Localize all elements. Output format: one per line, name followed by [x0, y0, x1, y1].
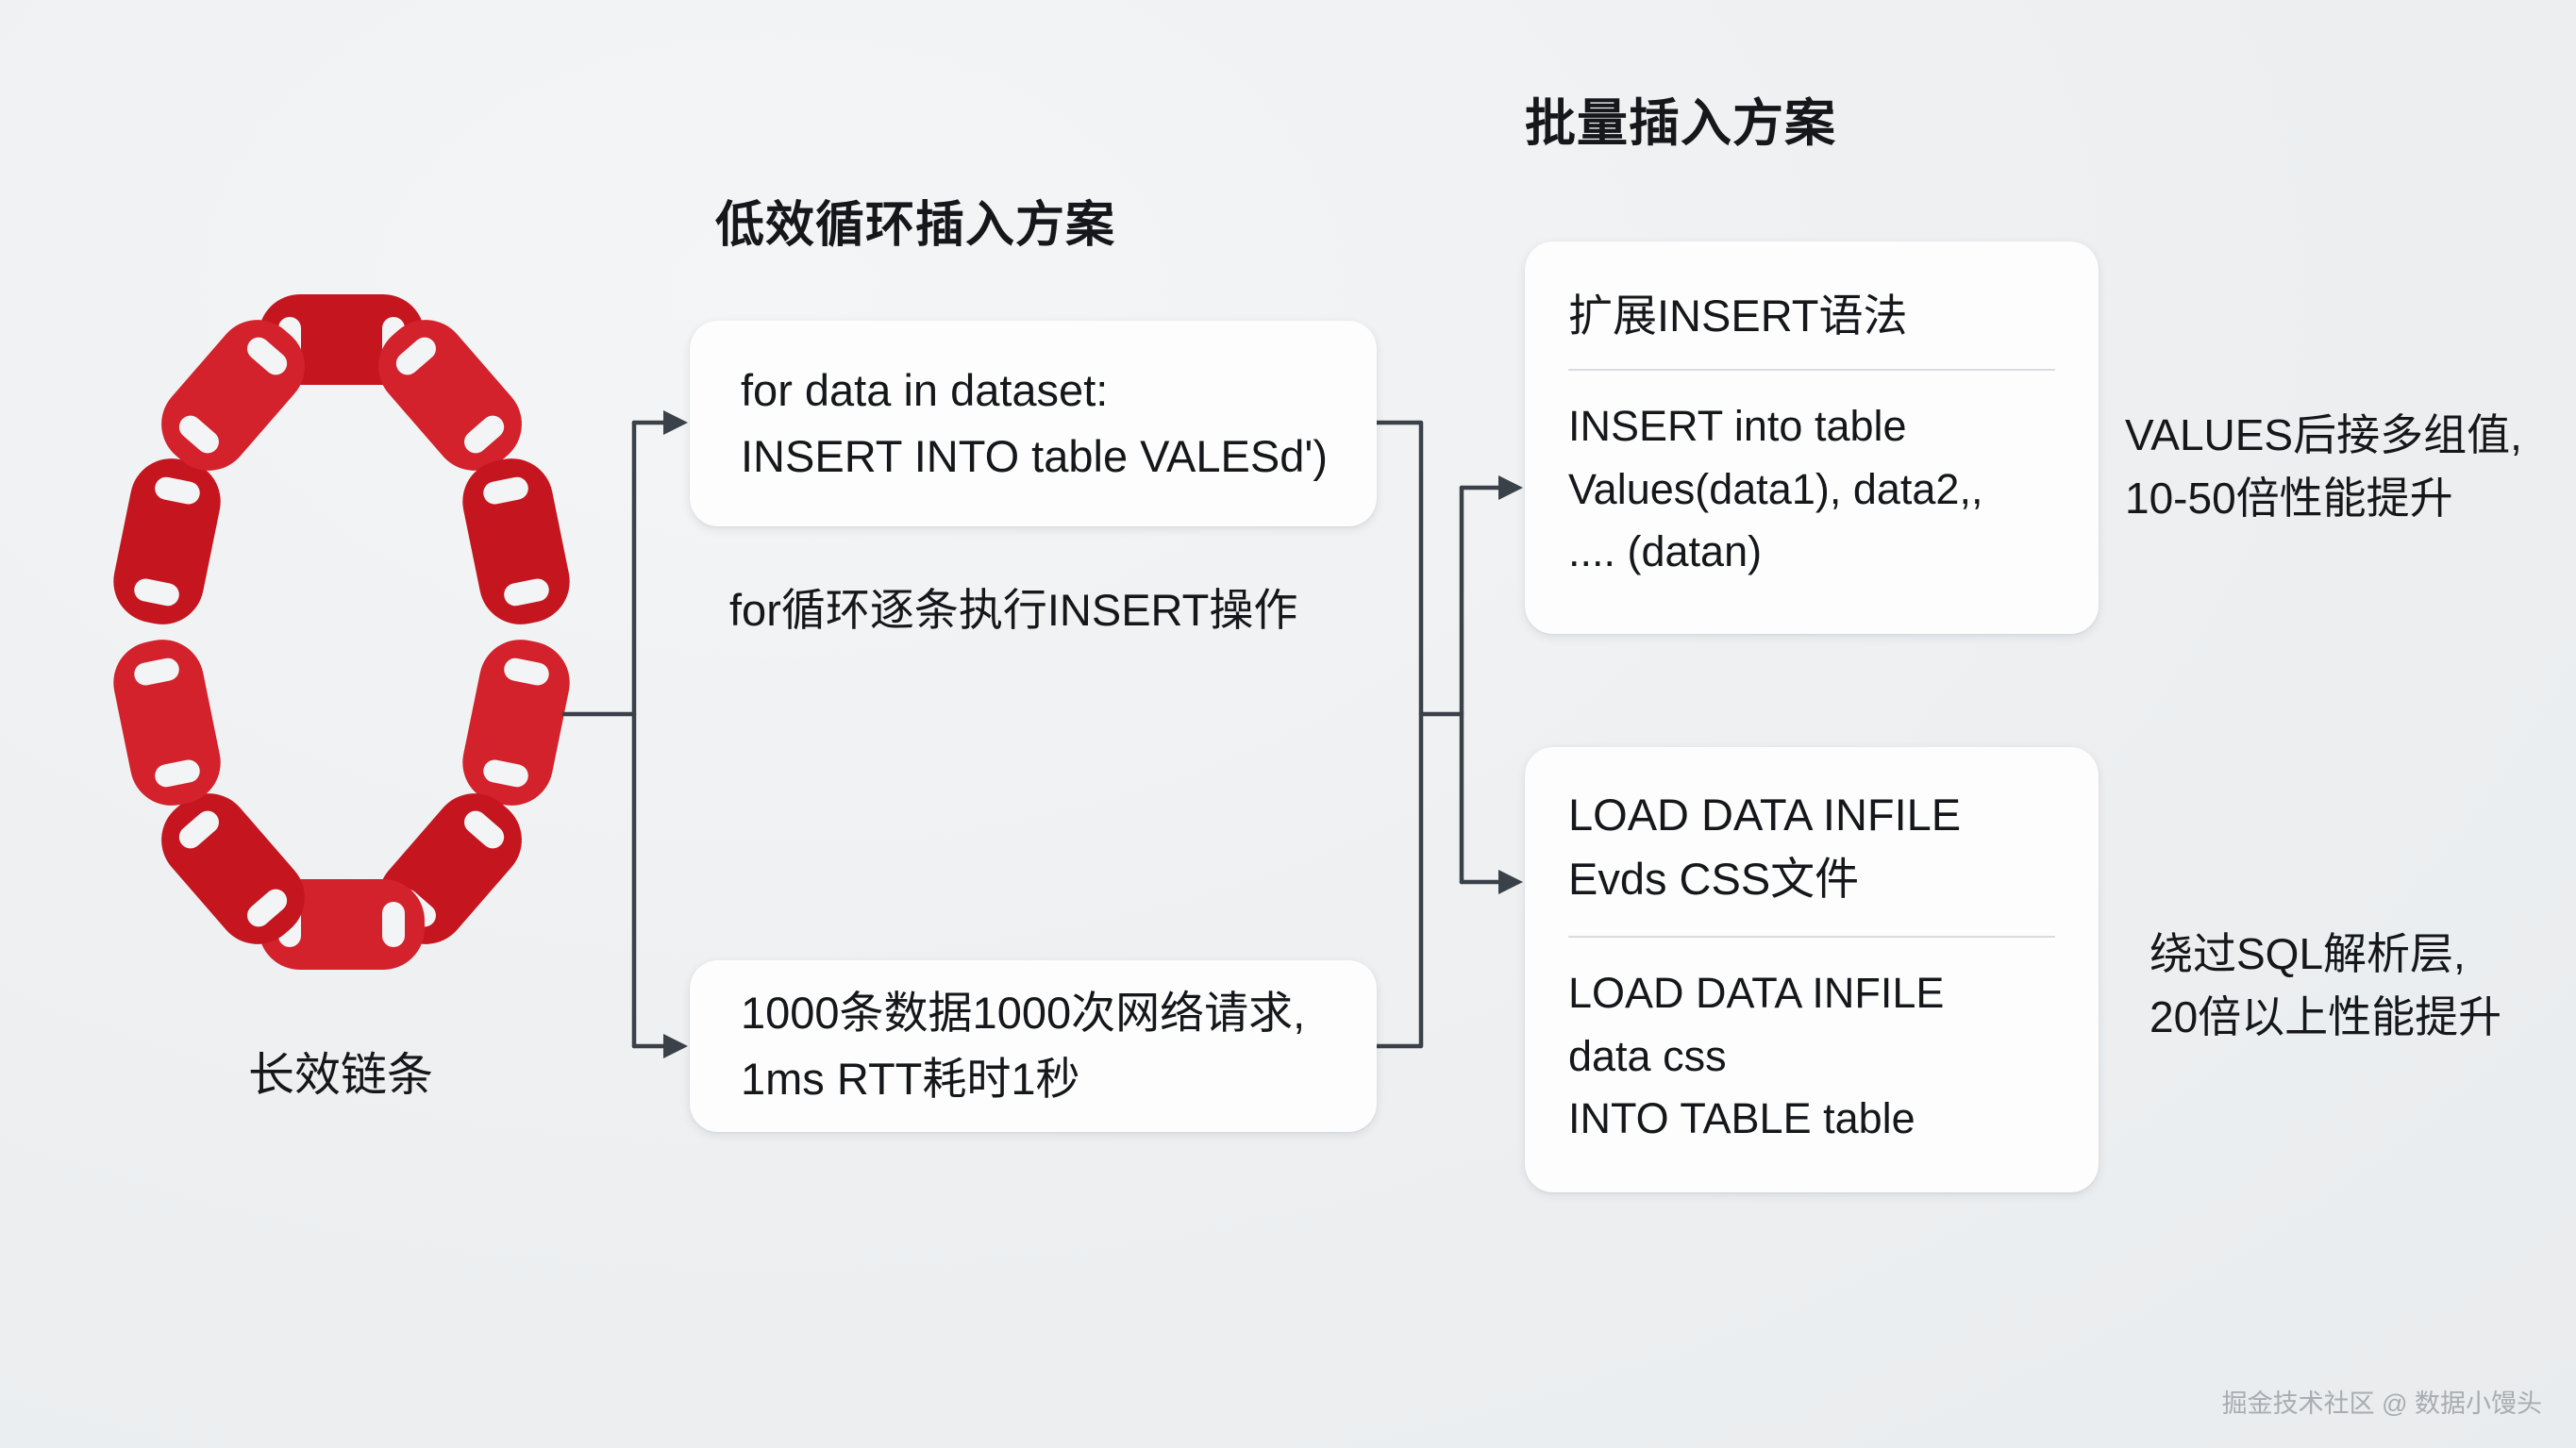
cost-line-1: 1000条数据1000次网络请求,: [741, 987, 1306, 1038]
extended-insert-box: 扩展INSERT语法 INSERT into table Values(data…: [1525, 241, 2099, 634]
extended-insert-note: VALUES后接多组值, 10-50倍性能提升: [2125, 404, 2522, 529]
load-data-infile-box: LOAD DATA INFILE Evds CSS文件 LOAD DATA IN…: [1525, 747, 2099, 1192]
insert-box-divider: [1568, 369, 2055, 371]
load-data-note: 绕过SQL解析层, 20倍以上性能提升: [2149, 923, 2501, 1048]
left-flow-title: 低效循环插入方案: [715, 198, 1116, 253]
insert-box-line-2: Values(data1), data2,,: [1568, 464, 1983, 513]
load-box-heading-1: LOAD DATA INFILE: [1568, 790, 1962, 840]
load-box-line-1: LOAD DATA INFILE: [1568, 969, 1945, 1018]
load-box-line-2: data css: [1568, 1031, 1727, 1080]
loop-insert-code-box: for data in dataset: INSERT INTO table V…: [690, 321, 1377, 526]
insert-box-heading: 扩展INSERT语法: [1568, 291, 1908, 341]
watermark: 掘金技术社区 @ 数据小馒头: [2221, 1390, 2542, 1418]
load-box-line-3: INTO TABLE table: [1568, 1094, 1915, 1143]
chain-label: 长效链条: [247, 1050, 433, 1101]
load-note-line-1: 绕过SQL解析层,: [2149, 929, 2466, 978]
right-flow-title: 批量插入方案: [1525, 95, 1836, 152]
chain-icon: [113, 294, 570, 970]
insert-note-line-1: VALUES后接多组值,: [2125, 410, 2522, 459]
load-box-divider: [1568, 936, 2055, 939]
insert-note-line-2: 10-50倍性能提升: [2125, 473, 2453, 523]
loop-insert-note: for循环逐条执行INSERT操作: [729, 585, 1298, 635]
code-line-1: for data in dataset:: [741, 364, 1109, 415]
insert-box-line-3: .... (datan): [1568, 527, 1763, 576]
load-box-heading-2: Evds CSS文件: [1568, 854, 1860, 905]
code-line-2: INSERT INTO table VALESd'): [741, 431, 1328, 481]
connector-lines: [561, 420, 1511, 1049]
network-cost-box: 1000条数据1000次网络请求, 1ms RTT耗时1秒: [690, 960, 1377, 1132]
insert-box-line-1: INSERT into table: [1568, 402, 1907, 450]
cost-line-2: 1ms RTT耗时1秒: [741, 1054, 1080, 1104]
connector-arrowheads: [663, 410, 1523, 1058]
load-note-line-2: 20倍以上性能提升: [2149, 991, 2502, 1041]
